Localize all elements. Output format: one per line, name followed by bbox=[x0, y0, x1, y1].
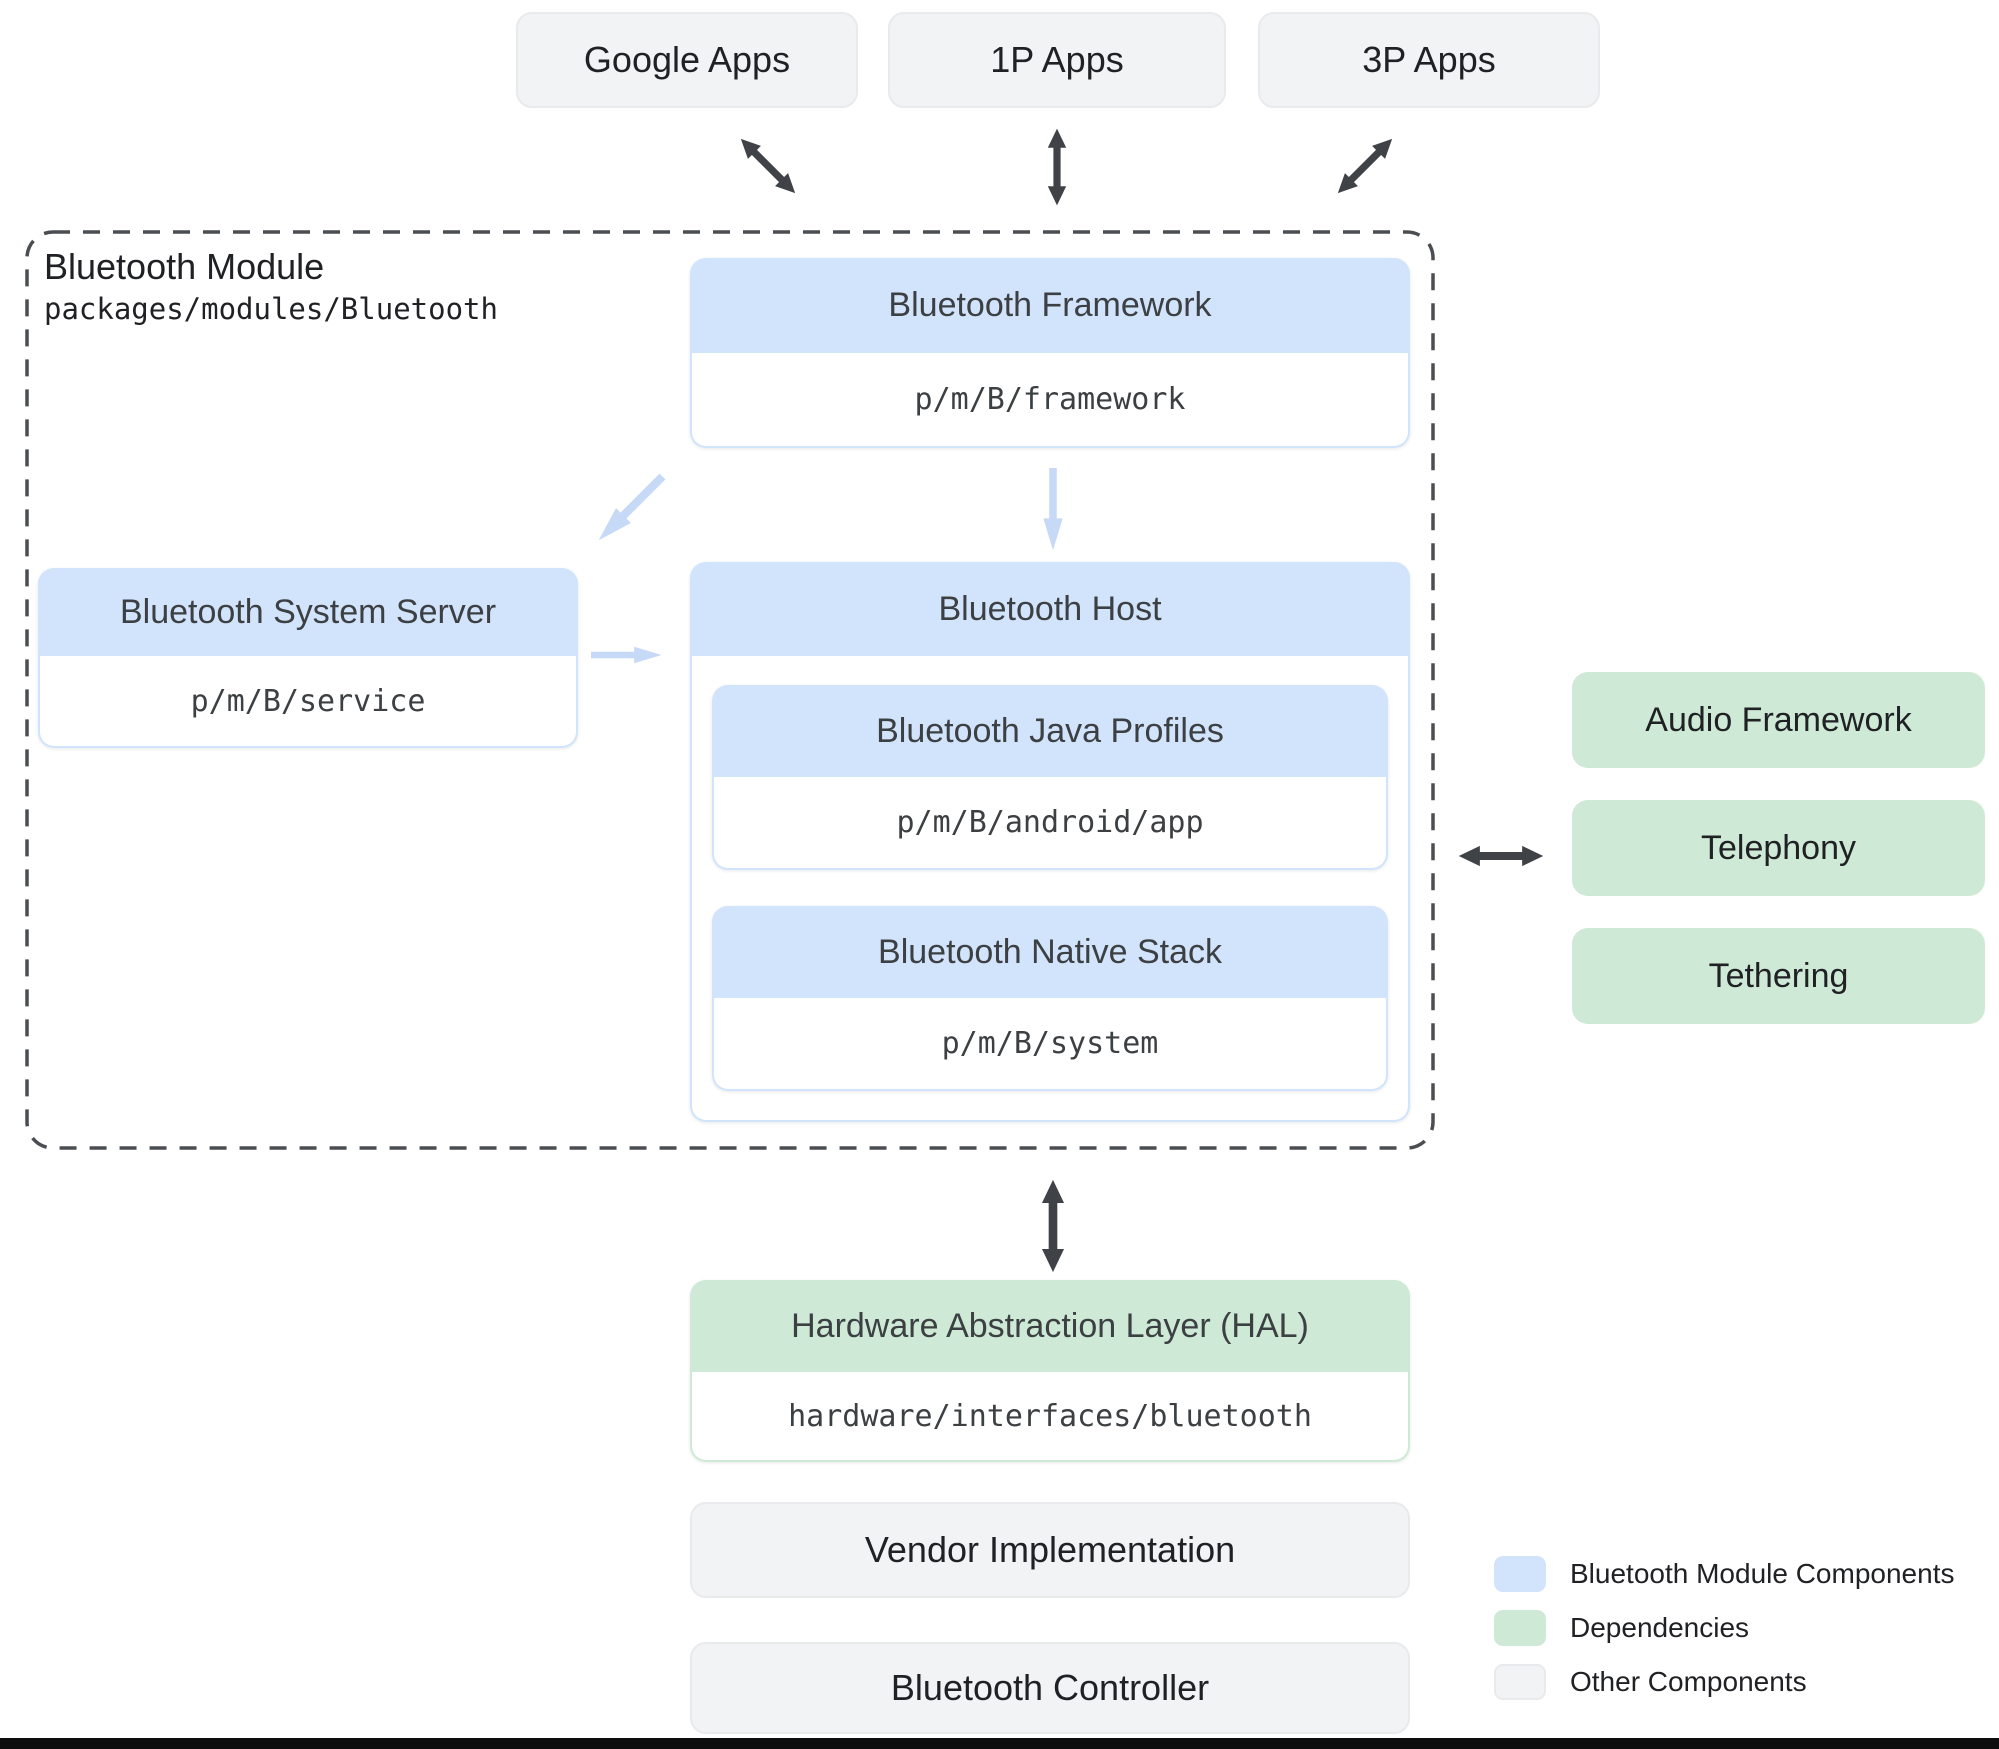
bluetooth-module-boundary bbox=[25, 230, 1435, 1150]
first-party-apps-module-arrow-icon bbox=[1043, 127, 1071, 207]
hal-title: Hardware Abstraction Layer (HAL) bbox=[690, 1280, 1410, 1372]
bluetooth-java-profiles-title: Bluetooth Java Profiles bbox=[712, 685, 1388, 777]
bluetooth-framework-title: Bluetooth Framework bbox=[690, 258, 1410, 353]
bluetooth-framework-path: p/m/B/framework bbox=[690, 353, 1410, 448]
bluetooth-controller-box: Bluetooth Controller bbox=[690, 1642, 1410, 1734]
legend-swatch-gray bbox=[1494, 1664, 1546, 1700]
third-party-apps-module-arrow-icon bbox=[1327, 128, 1403, 204]
first-party-apps-box: 1P Apps bbox=[888, 12, 1226, 108]
google-apps-module-arrow-icon bbox=[730, 128, 806, 204]
bluetooth-framework-card: Bluetooth Framework p/m/B/framework bbox=[690, 258, 1410, 448]
hal-path: hardware/interfaces/bluetooth bbox=[690, 1372, 1410, 1462]
bluetooth-host-card: Bluetooth Host Bluetooth Java Profiles p… bbox=[690, 562, 1410, 1122]
vendor-implementation-box: Vendor Implementation bbox=[690, 1502, 1410, 1598]
legend-label-module-components: Bluetooth Module Components bbox=[1570, 1558, 1955, 1589]
hal-card: Hardware Abstraction Layer (HAL) hardwar… bbox=[690, 1280, 1410, 1462]
legend-swatch-blue bbox=[1494, 1556, 1546, 1592]
bluetooth-native-stack-path: p/m/B/system bbox=[712, 998, 1388, 1091]
bottom-edge-bar bbox=[0, 1738, 1999, 1749]
legend-swatch-green bbox=[1494, 1610, 1546, 1646]
telephony-box: Telephony bbox=[1572, 800, 1985, 896]
legend-item-module-components: Bluetooth Module Components bbox=[1494, 1556, 1954, 1592]
audio-framework-box: Audio Framework bbox=[1572, 672, 1985, 768]
legend-item-dependencies: Dependencies bbox=[1494, 1610, 1749, 1646]
bluetooth-java-profiles-card: Bluetooth Java Profiles p/m/B/android/ap… bbox=[712, 685, 1388, 870]
system-server-to-host-arrow-icon bbox=[591, 640, 663, 670]
module-hal-arrow-icon bbox=[1038, 1178, 1068, 1274]
bluetooth-system-server-card: Bluetooth System Server p/m/B/service bbox=[38, 568, 578, 748]
bluetooth-module-path: packages/modules/Bluetooth bbox=[44, 292, 498, 326]
bluetooth-system-server-title: Bluetooth System Server bbox=[38, 568, 578, 656]
bluetooth-native-stack-card: Bluetooth Native Stack p/m/B/system bbox=[712, 906, 1388, 1091]
legend-item-other-components: Other Components bbox=[1494, 1664, 1807, 1700]
bluetooth-java-profiles-path: p/m/B/android/app bbox=[712, 777, 1388, 870]
third-party-apps-box: 3P Apps bbox=[1258, 12, 1600, 108]
bluetooth-host-title: Bluetooth Host bbox=[690, 562, 1410, 656]
bluetooth-native-stack-title: Bluetooth Native Stack bbox=[712, 906, 1388, 998]
google-apps-box: Google Apps bbox=[516, 12, 858, 108]
framework-to-system-server-arrow-icon bbox=[585, 464, 674, 553]
tethering-box: Tethering bbox=[1572, 928, 1985, 1024]
legend-label-other-components: Other Components bbox=[1570, 1666, 1807, 1697]
legend-label-dependencies: Dependencies bbox=[1570, 1612, 1750, 1643]
framework-to-host-arrow-icon bbox=[1036, 468, 1070, 552]
bluetooth-system-server-path: p/m/B/service bbox=[38, 656, 578, 748]
bluetooth-module-title: Bluetooth Module bbox=[44, 246, 325, 287]
module-dependencies-arrow-icon bbox=[1457, 841, 1545, 871]
